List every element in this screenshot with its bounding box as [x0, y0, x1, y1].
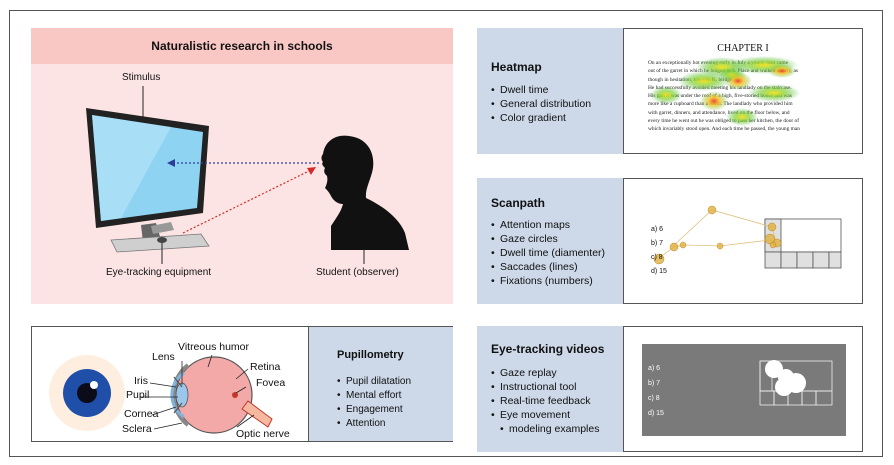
list-item: Dwell time (diamenter) [491, 246, 605, 260]
option-item: d) 15 [651, 268, 667, 275]
list-item: Attention [337, 417, 411, 431]
list-item: Color gradient [491, 111, 591, 125]
answer-cell [828, 251, 842, 269]
text-line: every time he went out he was obliged to… [648, 118, 800, 125]
text-line: with garret, dinners, and attendance, li… [648, 109, 790, 116]
gaze-circle [775, 378, 793, 396]
heat-blob [678, 71, 730, 91]
gaze-circle [679, 241, 687, 249]
heatmap-page-title: CHAPTER I [717, 43, 769, 54]
answer-cell [796, 251, 814, 269]
option-item: a) 6 [651, 226, 664, 233]
gaze-circle [653, 253, 665, 265]
label-fovea: Fovea [256, 377, 286, 389]
naturalistic-header [31, 28, 453, 64]
option-item: b) 7 [651, 240, 664, 247]
scanpath-panel: Scanpath Attention maps Gaze circles Dwe… [477, 178, 863, 304]
figure-frame [9, 10, 883, 457]
gaze-circle [765, 360, 783, 378]
scanpath-diagram [653, 205, 842, 269]
option-item: d) 15 [648, 410, 664, 417]
label-sclera: Sclera [122, 423, 152, 435]
list-item: Engagement [337, 403, 411, 417]
heat-blob [724, 72, 752, 90]
pupillometry-info: Pupillometry Pupil dilatation Mental eff… [308, 327, 453, 441]
stimulus-label: Stimulus [122, 72, 161, 83]
list-item: Saccades (lines) [491, 260, 605, 274]
heatmap-overlay [650, 56, 800, 126]
video-diagram [759, 360, 833, 406]
gaze-circle [716, 242, 724, 250]
pupillometry-title: Pupillometry [337, 349, 404, 361]
heat-blob [650, 86, 682, 104]
list-item: Mental effort [337, 389, 411, 403]
heatmap-list: Dwell time General distribution Color gr… [491, 83, 591, 125]
frontal-eye-icon [49, 355, 125, 431]
naturalistic-title: Naturalistic research in schools [151, 39, 333, 53]
list-item: Attention maps [491, 218, 605, 232]
video-screen [642, 344, 846, 436]
student-silhouette-icon [321, 135, 409, 250]
pupillometry-list: Pupil dilatation Mental effort Engagemen… [337, 375, 411, 431]
heat-blob [748, 84, 800, 102]
label-pupil: Pupil [126, 389, 150, 401]
list-item: Real-time feedback [491, 394, 599, 408]
eye-cross-section-icon [170, 356, 273, 434]
heatmap-image-frame: CHAPTER I On an exceptionally hot evenin… [623, 28, 863, 154]
text-line: which invariably stood open. And each ti… [648, 126, 800, 133]
heat-blob [726, 108, 758, 126]
gaze-circle [767, 222, 777, 232]
answer-cell [780, 251, 798, 269]
list-item: General distribution [491, 97, 591, 111]
videos-title: Eye-tracking videos [491, 342, 605, 356]
heat-blob [768, 64, 796, 78]
option-item: b) 7 [648, 380, 661, 387]
videos-panel: Eye-tracking videos Gaze replay Instruct… [477, 326, 863, 452]
student-label: Student (observer) [316, 267, 399, 278]
naturalistic-panel: Naturalistic research in schools Stimulu… [31, 28, 453, 304]
list-item: Pupil dilatation [337, 375, 411, 389]
label-iris: Iris [134, 375, 148, 387]
answer-cell [764, 251, 782, 269]
list-item: modeling examples [491, 422, 599, 436]
option-item: a) 6 [648, 365, 661, 372]
option-item: c) 8 [651, 254, 663, 261]
scanpath-list: Attention maps Gaze circles Dwell time (… [491, 218, 605, 288]
video-options: a) 6 b) 7 c) 8 d) 15 [648, 361, 664, 421]
gaze-circle [769, 241, 777, 249]
answer-cell [812, 251, 830, 269]
list-item: Gaze replay [491, 366, 599, 380]
list-item: Instructional tool [491, 380, 599, 394]
gaze-circle [707, 205, 717, 215]
list-item: Fixations (numbers) [491, 274, 605, 288]
heat-blob [700, 91, 728, 111]
option-item: c) 8 [648, 395, 660, 402]
scanpath-title: Scanpath [491, 196, 546, 210]
gaze-circle [669, 242, 679, 252]
label-retina: Retina [250, 361, 281, 373]
eye-anatomy-diagram [49, 354, 273, 434]
videos-list: Gaze replay Instructional tool Real-time… [491, 366, 599, 436]
label-lens: Lens [152, 351, 175, 363]
monitor-icon [86, 108, 210, 253]
list-item: Gaze circles [491, 232, 605, 246]
heatmap-title: Heatmap [491, 60, 542, 74]
label-optic-nerve: Optic nerve [236, 428, 290, 440]
video-frame: a) 6 b) 7 c) 8 d) 15 [623, 326, 863, 452]
label-cornea: Cornea [124, 408, 159, 420]
label-vitreous-humor: Vitreous humor [178, 341, 250, 353]
scanpath-options: a) 6 b) 7 c) 8 d) 15 [651, 223, 667, 279]
list-item: Eye movement [491, 408, 599, 422]
pupillometry-panel: Vitreous humor Lens Retina Iris Fovea Pu… [31, 326, 453, 442]
heatmap-panel: Heatmap Dwell time General distribution … [477, 28, 863, 154]
scanpath-image-frame: a) 6 b) 7 c) 8 d) 15 [623, 178, 863, 304]
list-item: Dwell time [491, 83, 591, 97]
equipment-label: Eye-tracking equipment [106, 267, 212, 278]
naturalistic-illustration [86, 86, 409, 264]
